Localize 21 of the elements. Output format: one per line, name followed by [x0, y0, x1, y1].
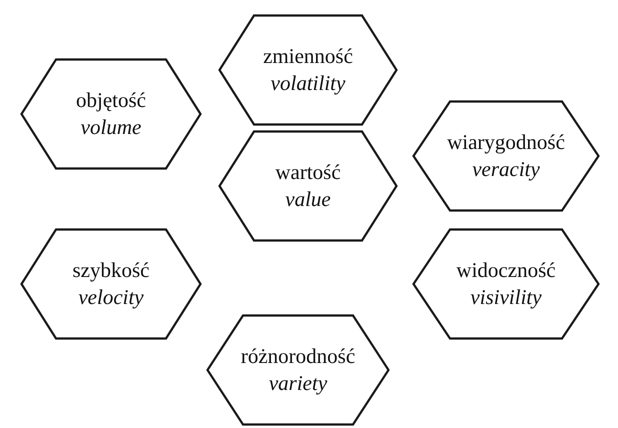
term-label: wartość [275, 159, 341, 186]
term-label: szybkość [72, 257, 150, 284]
term-label: widoczność [456, 257, 556, 284]
hexagon-node [412, 100, 600, 212]
translation-label: visivility [470, 284, 542, 311]
translation-label: volatility [270, 70, 346, 97]
hexagon-node [218, 130, 398, 242]
hexagon-node [20, 58, 202, 170]
term-label: zmienność [263, 43, 353, 70]
hexagon-node [20, 228, 202, 340]
hexagon-node [206, 314, 390, 426]
hexagon-node [412, 228, 600, 340]
term-label: wiarygodność [447, 129, 565, 156]
hexagon-node [218, 14, 398, 126]
term-label: różnorodność [240, 343, 356, 370]
translation-label: velocity [78, 284, 144, 311]
term-label: objętość [76, 87, 146, 114]
translation-label: veracity [472, 156, 540, 183]
translation-label: volume [80, 114, 142, 141]
translation-label: value [285, 186, 331, 213]
translation-label: variety [268, 370, 328, 397]
